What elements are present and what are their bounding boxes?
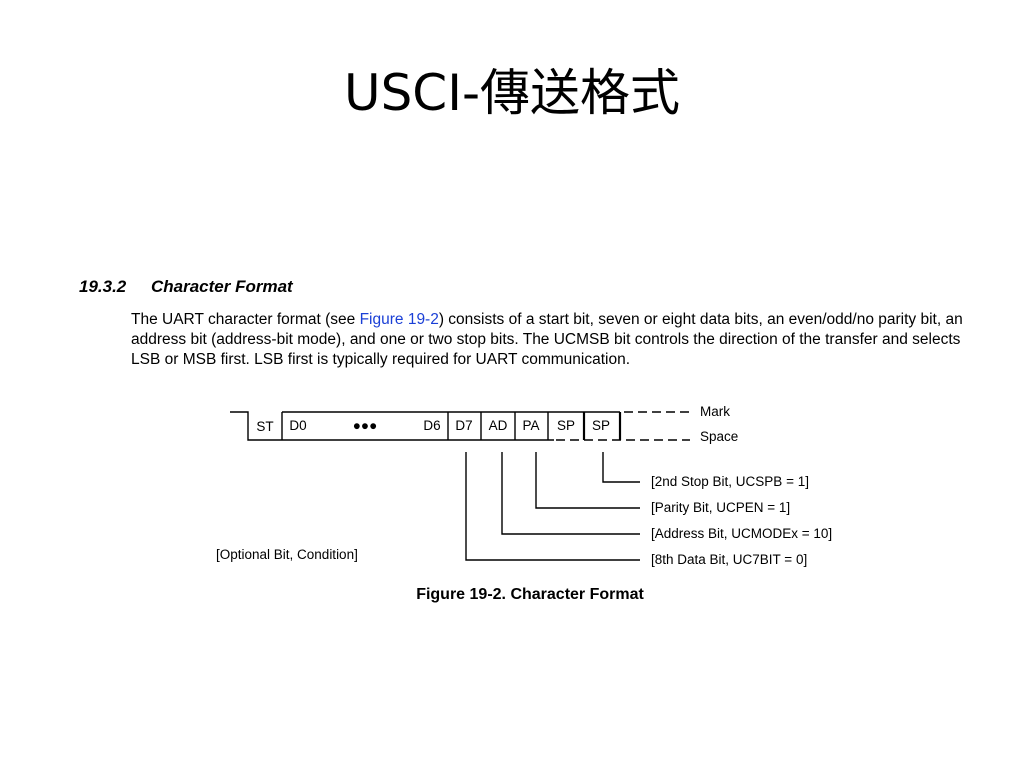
cell-stop-bit-2: SP — [592, 418, 610, 433]
cell-data-bit-0: D0 — [289, 418, 306, 433]
callout-8th-data-bit: [8th Data Bit, UC7BIT = 0] — [651, 552, 807, 567]
body-paragraph: The UART character format (see Figure 19… — [131, 310, 981, 369]
cell-parity-bit: PA — [522, 418, 539, 433]
slide-title: USCI-傳送格式 — [343, 64, 681, 122]
paragraph-text-before: The UART character format (see — [131, 311, 360, 328]
cell-stop-bit-1: SP — [557, 418, 575, 433]
leader-2nd-stop-bit — [602, 452, 640, 483]
mark-label: Mark — [700, 404, 730, 419]
start-bit-edge — [230, 411, 282, 441]
cell-address-bit: AD — [489, 418, 508, 433]
figure-reference-link[interactable]: Figure 19-2 — [359, 311, 439, 328]
figure-caption: Figure 19-2. Character Format — [416, 586, 644, 603]
leader-8th-data-bit — [465, 452, 640, 561]
section-number: 19.3.2 — [79, 277, 127, 296]
callout-address-bit: [Address Bit, UCMODEx = 10] — [651, 526, 832, 541]
optional-bit-note: [Optional Bit, Condition] — [216, 547, 358, 562]
leader-address-bit — [501, 452, 640, 535]
callout-parity-bit: [Parity Bit, UCPEN = 1] — [651, 500, 790, 515]
paragraph-text-after: ) consists of a start bit, seven or eigh… — [131, 311, 963, 368]
cell-start-bit: ST — [256, 419, 273, 434]
cell-data-bit-6: D6 — [423, 418, 440, 433]
callout-2nd-stop-bit: [2nd Stop Bit, UCSPB = 1] — [651, 474, 809, 489]
cell-ellipsis: ●●● — [353, 418, 377, 433]
section-title: Character Format — [151, 277, 293, 296]
leader-parity-bit — [535, 452, 640, 509]
cell-data-bit-7: D7 — [455, 418, 472, 433]
space-label: Space — [700, 429, 738, 444]
